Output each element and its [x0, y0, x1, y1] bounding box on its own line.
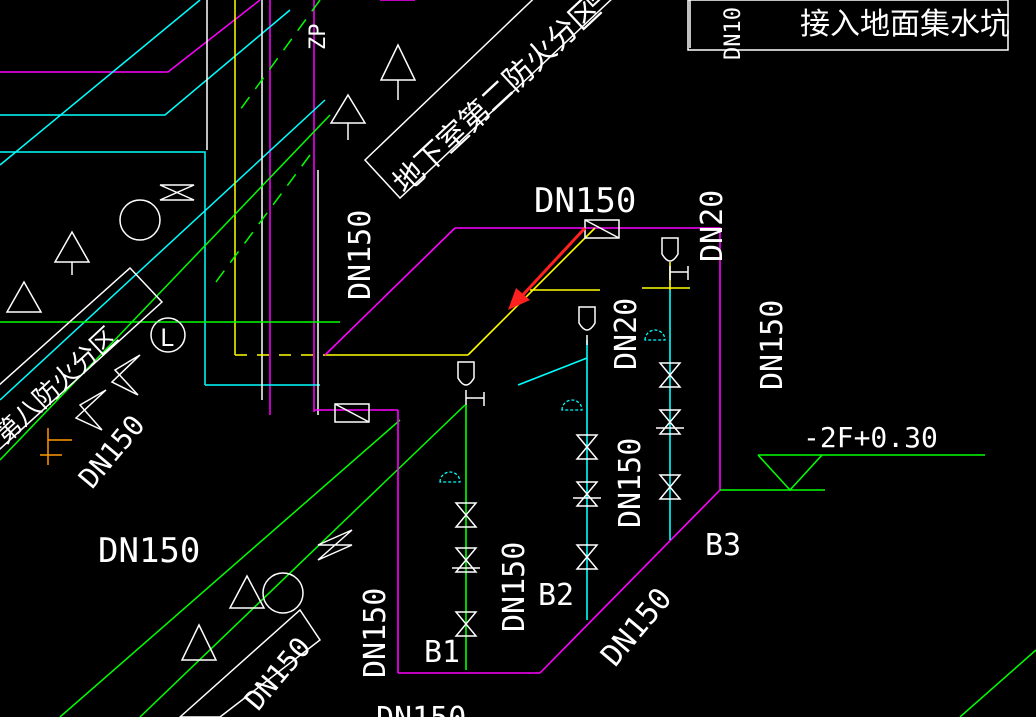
valve-b2-3-icon: [575, 544, 599, 570]
magenta-right-lower: [539, 489, 721, 674]
valve-b1-2-icon: [454, 547, 478, 573]
cyan-pipe-diag: [0, 0, 201, 166]
green-pipe-long-diag: [139, 404, 466, 717]
orange-marks: [40, 428, 72, 465]
drain-funnels: [457, 237, 689, 406]
meter-symbol-label: L: [160, 324, 174, 352]
sprinkler-5-icon: [228, 574, 266, 609]
branch-label-b2: B2: [538, 578, 574, 613]
pipe-label-dn150-top: DN150: [534, 181, 636, 221]
pipe-label-dn150-left-lower: DN150: [98, 531, 200, 571]
zone-frame-second: [363, 0, 612, 200]
zone-label-partial-bottom: ZP: [306, 24, 331, 51]
green-dash-mid: [209, 154, 311, 291]
pipe-label-dn150-b2: DN150: [613, 438, 648, 528]
pipe-label-dn150-bottom-diag: DN150: [594, 581, 679, 673]
zone-frame-bottom: [178, 608, 322, 717]
pipe-label-dn150-bottom-left-vert: DN150: [358, 588, 393, 678]
valve-b1-1-icon: [454, 502, 478, 528]
magenta-top-diag: [324, 227, 456, 356]
pump-circle-upper-icon: [119, 199, 161, 241]
pipe-label-dn150-right: DN150: [755, 300, 790, 390]
gauge-b3-icon: [644, 329, 666, 341]
zone-label-second: 地下室第二防火分区: [387, 0, 608, 201]
valve-b3-3-icon: [658, 474, 682, 500]
pipe-label-dn20-mid: DN20: [609, 298, 644, 370]
valve-b2-1-icon: [575, 434, 599, 460]
cyan-b2-link: [517, 357, 588, 386]
valve-diag-2-icon: [110, 354, 141, 396]
pipe-label-dn20-top: DN20: [695, 190, 730, 262]
valve-diag-4-icon: [317, 529, 353, 561]
valve-b3-1-icon: [658, 362, 682, 388]
sprinkler-6-icon: [180, 623, 218, 661]
red-arrow: [508, 226, 587, 310]
pipe-label-dn150-lower-left-diag: DN150: [238, 631, 317, 717]
green-elevation-triangle: [757, 454, 823, 492]
strainer-boxes: [334, 219, 620, 423]
pipe-label-dn150-bottom-cut: DN150: [376, 701, 466, 717]
magenta-pipe-upper: [0, 0, 261, 73]
branch-label-b3: B3: [705, 528, 741, 563]
sprinkler-3-icon: [329, 93, 367, 124]
main-piping: [314, 227, 985, 674]
valve-b1-3-icon: [454, 611, 478, 637]
pressure-gauges: [439, 329, 666, 483]
title-text: 接入地面集水坑: [800, 7, 1010, 42]
valves: [452, 362, 684, 637]
cyan-pipe-a: [0, 9, 291, 116]
cyan-pipe-b: [0, 151, 206, 385]
sprinkler-1-icon: [53, 230, 91, 263]
valve-b3-2-icon: [658, 409, 682, 435]
elevation-label: -2F+0.30: [803, 421, 938, 454]
pipe-label-dn10-top: DN10: [721, 7, 746, 60]
pipe-label-dn150-b1: DN150: [497, 542, 532, 632]
green-dash-upper: [239, 0, 321, 111]
gauge-b2-icon: [561, 399, 583, 411]
check-valve-top-icon: [584, 219, 620, 239]
cyan-pipe-diag-2: [0, 99, 326, 401]
meter-l-circle-icon: [150, 317, 186, 353]
check-valve-left-icon: [334, 403, 370, 423]
funnel-b3-icon: [661, 237, 679, 262]
zone-label-eighth: 第八防火分区: [0, 322, 124, 450]
branch-label-b1: B1: [424, 635, 460, 670]
zone-frames: [0, 0, 1009, 717]
gauge-b1-icon: [439, 471, 461, 483]
zone-frame-eighth: [0, 266, 164, 450]
green-pipe-diag-2: [59, 419, 401, 717]
green-pipe-bottom-right: [959, 649, 1036, 717]
magenta-top-run: [455, 227, 721, 490]
valve-diag-3-icon: [74, 389, 107, 431]
left-symbols: [5, 43, 417, 661]
funnel-b2-icon: [578, 306, 596, 331]
yellow-diag-main: [467, 227, 596, 356]
sprinkler-2-icon: [5, 280, 43, 313]
pipe-label-dn150-vertical-mid: DN150: [343, 210, 378, 300]
pump-circle-lower-icon: [262, 572, 304, 614]
valve-diag-1-icon: [159, 184, 195, 201]
sprinkler-4-icon: [379, 43, 417, 81]
zone-frame-topright: [687, 0, 1009, 51]
green-pipe-diag: [0, 114, 331, 461]
funnel-b1-icon: [457, 361, 475, 386]
